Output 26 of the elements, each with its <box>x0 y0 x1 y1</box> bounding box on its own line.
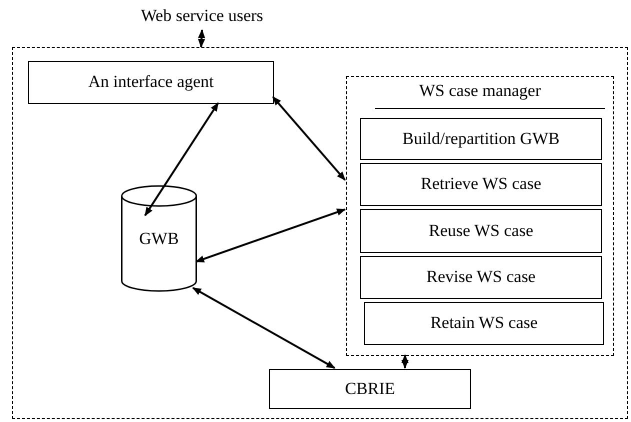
node-label: GWB <box>138 228 180 250</box>
arrow <box>401 354 409 369</box>
node-label: Retrieve WS case <box>420 173 542 195</box>
process-box <box>364 302 604 345</box>
arrow <box>195 208 346 263</box>
arrow <box>198 29 206 48</box>
arrow <box>192 287 336 369</box>
node-label: Web service users <box>140 5 264 27</box>
node-label: CBRIE <box>344 378 396 400</box>
node-label: Build/repartition GWB <box>401 128 561 150</box>
process-box <box>360 118 602 160</box>
database-cylinder <box>121 186 197 291</box>
arrow <box>272 96 346 181</box>
node-label: Reuse WS case <box>428 220 534 242</box>
node-label: An interface agent <box>87 71 215 93</box>
node-label: Revise WS case <box>425 266 537 288</box>
process-box <box>28 61 274 104</box>
process-box <box>360 163 602 206</box>
arrow <box>144 102 219 216</box>
node-label: WS case manager <box>418 80 542 102</box>
process-box <box>360 209 602 253</box>
dashed-boundary <box>12 47 628 419</box>
process-box <box>360 256 602 299</box>
dashed-boundary <box>346 76 614 356</box>
node-label: Retain WS case <box>429 312 539 334</box>
process-box <box>269 369 471 409</box>
